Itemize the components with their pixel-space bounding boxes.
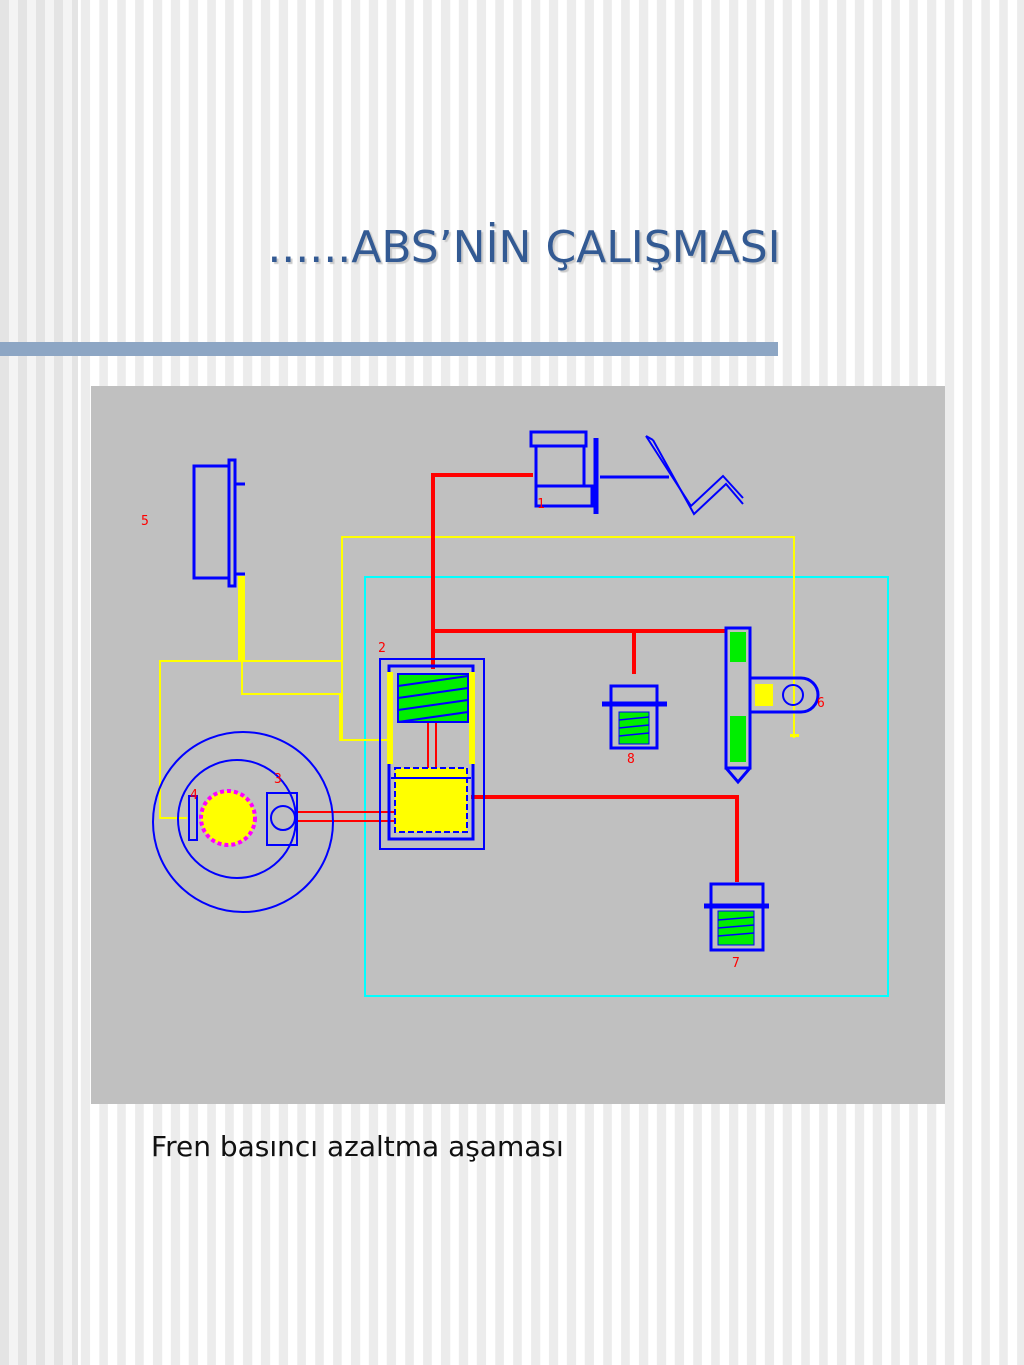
label-4: 4: [190, 788, 198, 803]
wheel-assembly: [152, 731, 334, 913]
title-underline: [0, 342, 778, 356]
hydraulic-lines: [431, 473, 739, 882]
label-6: 6: [817, 696, 825, 711]
label-2: 2: [378, 641, 386, 656]
abs-diagram: 1 2 3 4 5 6 7 8: [141, 430, 889, 997]
brake-pedal: [645, 435, 744, 516]
modulator-valve: [379, 658, 485, 850]
wire-terminal: [790, 734, 799, 737]
accumulator: [602, 684, 667, 750]
slide-title: ......ABS’NİN ÇALIŞMASI: [267, 222, 781, 273]
wheel-hub: [199, 789, 257, 847]
sensor-cable: [238, 576, 245, 660]
label-7: 7: [732, 956, 740, 971]
slide-caption: Fren basıncı azaltma aşaması: [151, 1130, 564, 1163]
label-3: 3: [274, 772, 282, 787]
sensor-unit: [192, 458, 245, 588]
background-stripes: [0, 0, 78, 1365]
label-1: 1: [537, 497, 545, 512]
electric-wiring: [159, 536, 795, 819]
label-8: 8: [627, 752, 635, 767]
solenoid-valve: [724, 626, 820, 785]
abs-diagram-panel: 1 2 3 4 5 6 7 8: [91, 386, 945, 1104]
label-5: 5: [141, 514, 149, 529]
control-unit-frame: [364, 576, 889, 997]
return-pump: [704, 882, 769, 952]
master-cylinder: [529, 430, 669, 514]
